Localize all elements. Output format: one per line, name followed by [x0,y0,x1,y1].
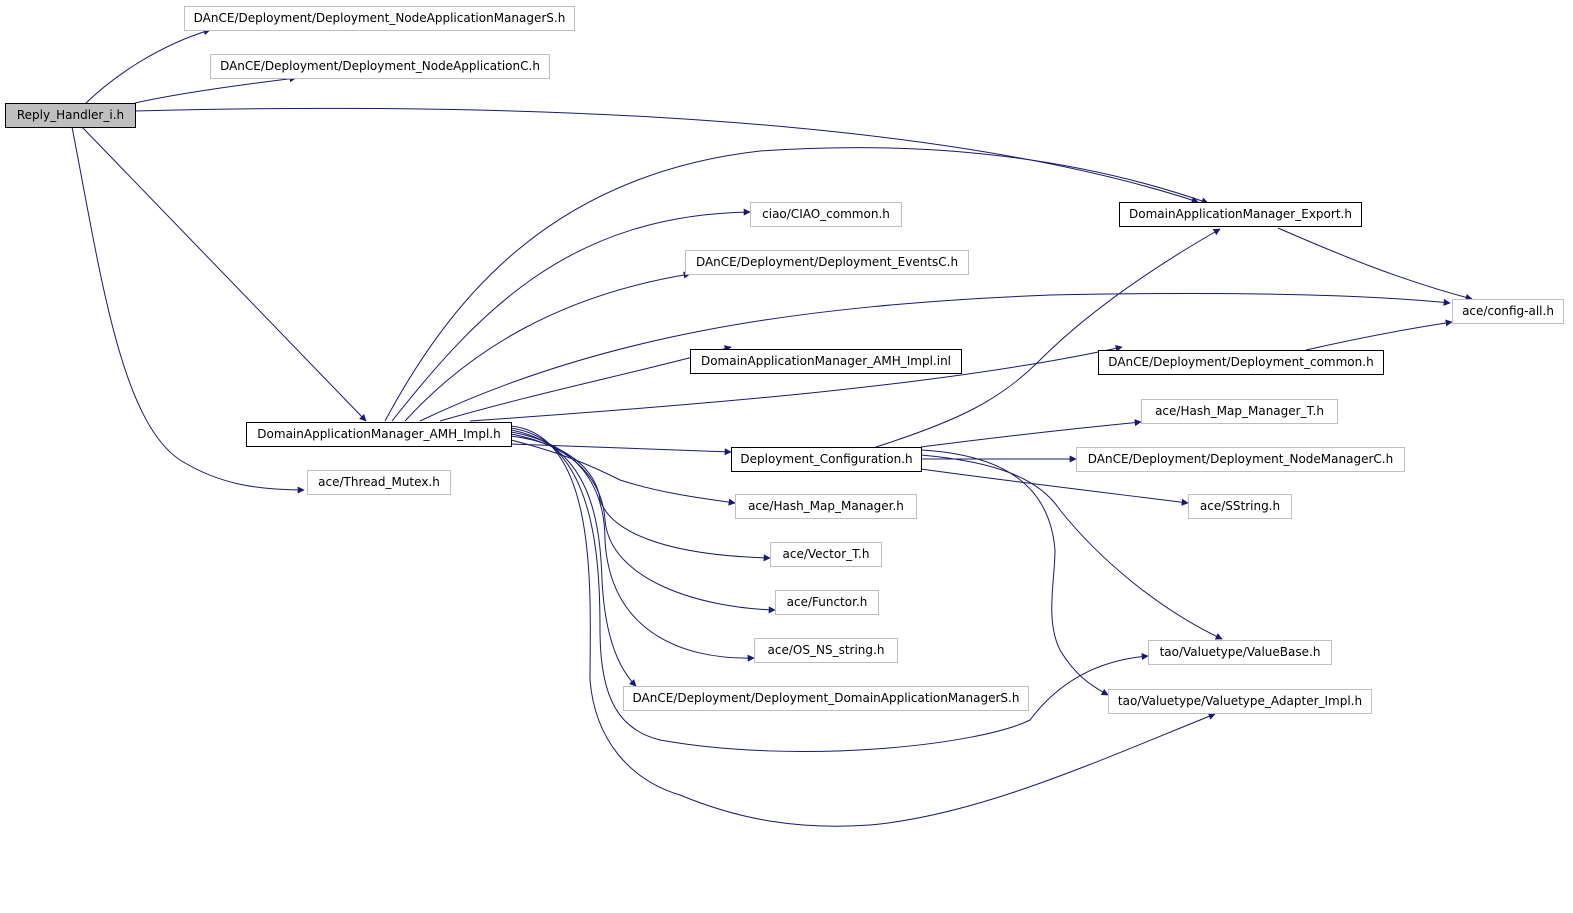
node-deployment-nodeapplicationc-h[interactable]: DAnCE/Deployment/Deployment_NodeApplicat… [210,54,550,79]
node-ace-sstring-h[interactable]: ace/SString.h [1188,494,1292,519]
edge-deployment-configuration-to-sstring [920,468,1189,506]
edge-reply-handler-to-dam-amh-impl [81,126,367,422]
node-deployment-domainapplicationmanagers-h[interactable]: DAnCE/Deployment/Deployment_DomainApplic… [623,686,1029,711]
node-tao-valuetype-valuetype-adapter-impl-h[interactable]: tao/Valuetype/Valuetype_Adapter_Impl.h [1108,689,1372,714]
node-deployment-eventsc-h[interactable]: DAnCE/Deployment/Deployment_EventsC.h [685,250,969,275]
node-tao-valuetype-valuebase-h[interactable]: tao/Valuetype/ValueBase.h [1148,640,1332,665]
node-domainapplicationmanager-export-h[interactable]: DomainApplicationManager_Export.h [1119,202,1362,227]
node-ace-os-ns-string-h[interactable]: ace/OS_NS_string.h [754,638,898,663]
edge-deployment-configuration-to-hash-map-manager-t [920,419,1142,448]
edge-dam-export-to-config-all [1277,227,1473,301]
node-ace-thread-mutex-h[interactable]: ace/Thread_Mutex.h [307,470,451,495]
edge-dam-amh-to-value-base [510,427,1149,752]
edge-reply-handler-to-thread-mutex [71,126,305,494]
edge-deployment-common-to-config-all [1305,319,1453,351]
node-domainapplicationmanager-amh-impl-h[interactable]: DomainApplicationManager_AMH_Impl.h [246,422,512,447]
edge-dam-amh-to-config-all [419,292,1451,422]
edge-dam-amh-to-hash-map-manager [510,439,736,506]
node-ace-functor-h[interactable]: ace/Functor.h [775,590,879,615]
edge-reply-handler-to-dam-export [134,107,1199,204]
edge-dam-amh-to-functor [510,433,776,614]
node-ace-vector-t-h[interactable]: ace/Vector_T.h [770,542,882,567]
node-deployment-common-h[interactable]: DAnCE/Deployment/Deployment_common.h [1098,350,1384,375]
node-ace-config-all-h[interactable]: ace/config-all.h [1452,299,1564,324]
edge-deployment-configuration-to-dam-export [875,228,1221,448]
edge-dam-amh-to-dam-s [510,429,637,687]
edge-reply-handler-to-node-app-c [134,75,297,104]
node-reply-handler-i-h: Reply_Handler_i.h [5,103,136,128]
edge-dam-amh-to-events-c [404,271,691,422]
edge-deployment-configuration-to-value-base [920,454,1223,640]
edge-dam-amh-to-os-ns-string [510,431,755,662]
node-ace-hash-map-manager-h[interactable]: ace/Hash_Map_Manager.h [735,494,917,519]
node-domainapplicationmanager-amh-impl-inl[interactable]: DomainApplicationManager_AMH_Impl.inl [690,349,962,374]
edge-dam-amh-to-ciao-common [391,208,751,422]
edge-reply-handler-to-node-app-mgr-s [85,28,211,104]
edge-dam-amh-to-deployment-configuration [510,443,732,456]
edge-dam-amh-to-deployment-common [469,344,1123,422]
node-ciao-ciao-common-h[interactable]: ciao/CIAO_common.h [750,202,902,227]
node-deployment-configuration-h[interactable]: Deployment_Configuration.h [731,447,922,472]
edge-dam-amh-to-dam-amh-impl-inl [439,345,732,422]
edge-dam-amh-to-valuetype-adapter-impl [510,425,1216,827]
node-deployment-nodeapplicationmanagers-h[interactable]: DAnCE/Deployment/Deployment_NodeApplicat… [184,6,575,31]
node-ace-hash-map-manager-t-h[interactable]: ace/Hash_Map_Manager_T.h [1141,399,1338,424]
node-deployment-nodemanagerc-h[interactable]: DAnCE/Deployment/Deployment_NodeManagerC… [1076,447,1405,472]
edge-dam-amh-to-dam-export [384,147,1209,422]
edge-deployment-configuration-to-valuetype-adapter-impl [920,449,1109,696]
